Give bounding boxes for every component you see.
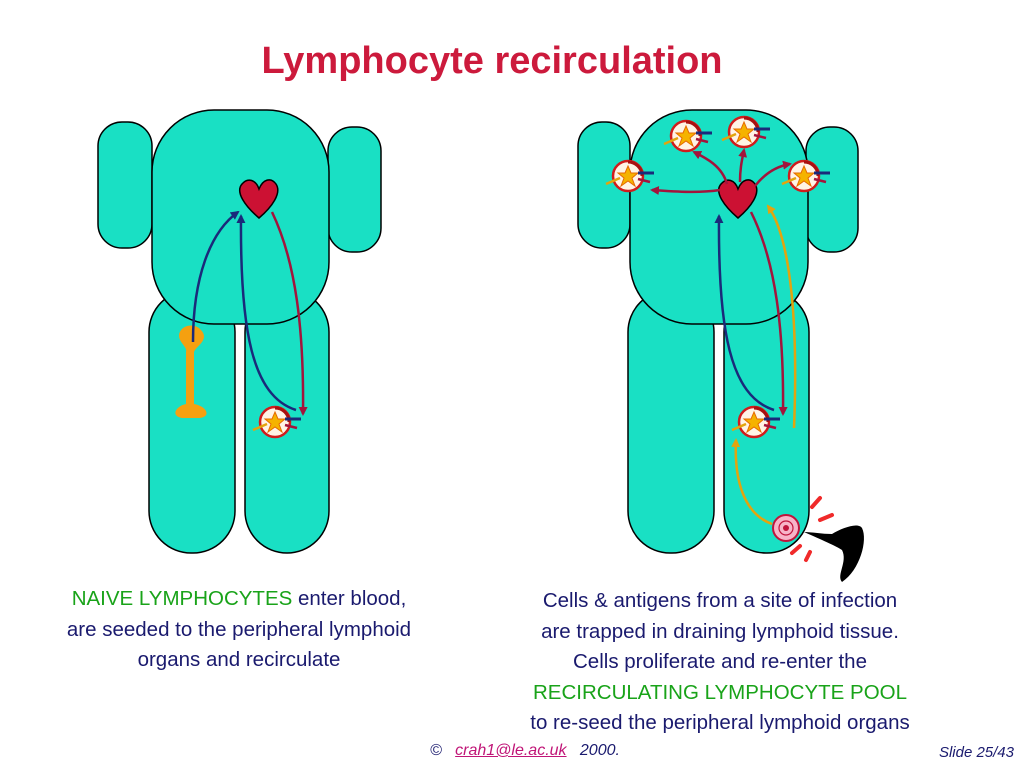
right-arrow-infection-to-node xyxy=(731,438,773,526)
right-arrow-heart-to-left-node xyxy=(650,186,721,195)
left-bone-marrow-icon xyxy=(175,325,207,418)
right-heart-icon xyxy=(717,179,758,219)
right-arrow-heart-to-top-center-node xyxy=(738,148,748,183)
left-heart-icon xyxy=(238,179,279,219)
right-arrow-heart-to-right-node xyxy=(754,160,792,187)
caption-right-line-2: are trapped in draining lymphoid tissue. xyxy=(541,619,899,643)
email-link[interactable]: crah1@le.ac.uk xyxy=(455,742,567,759)
left-arrow-node-to-heart xyxy=(236,214,297,412)
right-arrow-heart-to-leg-node xyxy=(749,211,788,416)
caption-right-line-5: to re-seed the peripheral lymphoid organ… xyxy=(530,711,910,734)
left-figure-arm-left xyxy=(97,121,153,249)
right-body xyxy=(577,109,859,554)
right-figure-leg-left xyxy=(627,289,715,554)
caption-recirculating-pool: Cells & antigens from a site of infectio… xyxy=(462,586,978,739)
left-body xyxy=(97,109,382,554)
right-figure-arm-right xyxy=(805,126,859,253)
caption-right-line-1: Cells & antigens from a site of infectio… xyxy=(542,589,898,612)
slide-title: Lymphocyte recirculation xyxy=(261,40,723,82)
thorn-icon xyxy=(804,525,864,582)
pain-burst-icon xyxy=(790,496,834,562)
copyright-symbol: © xyxy=(430,742,442,759)
caption-left-text: enter blood, are seeded to the periphera… xyxy=(66,587,412,671)
right-arrow-node-to-heart-orange xyxy=(766,204,797,429)
right-arrow-heart-to-top-left-node xyxy=(692,150,729,185)
recirculating-pool-label: RECIRCULATING LYMPHOCYTE POOL xyxy=(533,680,907,704)
naive-lymphocytes-label: NAIVE LYMPHOCYTES xyxy=(71,587,293,610)
left-arrow-heart-to-node xyxy=(270,211,308,416)
slide-number: Slide 25/43 xyxy=(938,744,1014,761)
right-arrow-leg-node-to-heart xyxy=(714,214,775,412)
infection-site-icon xyxy=(772,514,800,542)
caption-right-line-3: Cells proliferate and re-enter the xyxy=(573,650,867,673)
caption-naive-lymphocytes: NAIVE LYMPHOCYTES enter blood, are seede… xyxy=(58,584,420,676)
footer-copyright: © crah1@le.ac.uk 2000. xyxy=(430,742,620,760)
left-arrow-bone-to-heart xyxy=(191,210,240,343)
copyright-year: 2000. xyxy=(579,742,620,759)
left-figure-arm-right xyxy=(327,126,382,253)
